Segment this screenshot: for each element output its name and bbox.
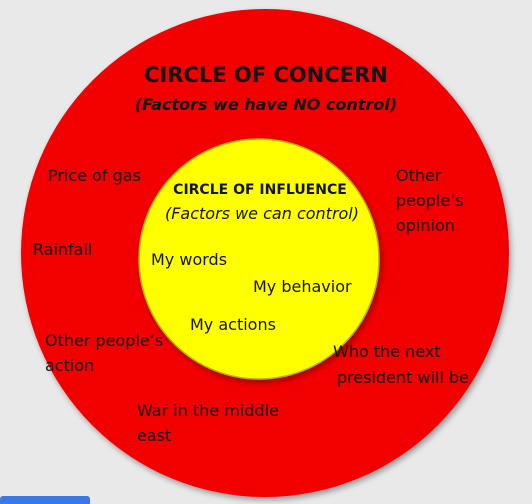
- item-next-president-line2: president will be: [337, 368, 470, 387]
- item-price-of-gas: Price of gas: [48, 166, 141, 185]
- item-war-line2: east: [137, 426, 172, 445]
- item-war-line1: War in the middle: [137, 401, 279, 420]
- accent-tab: [0, 496, 90, 504]
- circle-of-influence-title: CIRCLE OF INFLUENCE: [173, 182, 347, 198]
- item-others-action-line2: action: [45, 356, 95, 375]
- item-others-opinion-line2: people’s: [396, 191, 464, 210]
- item-others-opinion-line3: opinion: [396, 216, 455, 235]
- circle-of-concern-subtitle: (Factors we have NO control): [134, 95, 398, 114]
- circle-of-influence-subtitle: (Factors we can control): [164, 204, 359, 223]
- item-next-president-line1: Who the next: [333, 342, 441, 361]
- item-rainfall: Rainfall: [33, 240, 93, 259]
- circle-of-concern-title: CIRCLE OF CONCERN: [144, 63, 388, 87]
- item-my-actions: My actions: [190, 315, 276, 334]
- item-others-opinion-line1: Other: [396, 166, 442, 185]
- inner-circle: [138, 138, 380, 380]
- item-my-words: My words: [151, 250, 228, 269]
- item-my-behavior: My behavior: [253, 277, 352, 296]
- item-others-action-line1: Other people’s: [45, 331, 164, 350]
